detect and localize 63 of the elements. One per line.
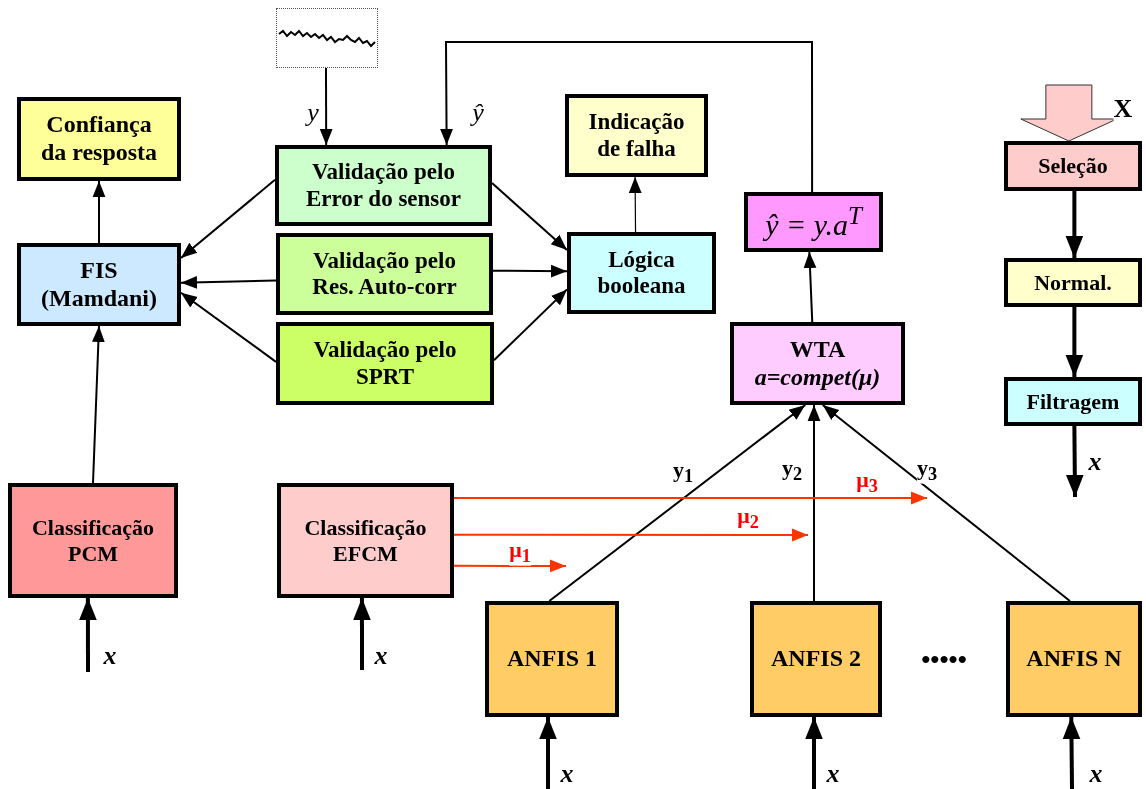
process-box: [1006, 601, 1142, 717]
formula-box: [744, 192, 883, 252]
box-label: Indicação de falha: [587, 109, 686, 162]
arrow: [453, 528, 809, 542]
arrow: [493, 288, 568, 362]
box-label: ANFIS 2: [771, 645, 861, 673]
arrow: [453, 559, 567, 573]
arrow: [92, 180, 106, 244]
box-label: Validação pelo Error do sensor: [304, 159, 462, 212]
arrow: [1066, 425, 1084, 498]
process-box: [1004, 258, 1142, 307]
arrow: [821, 404, 1071, 602]
box-label: Classificação PCM: [30, 515, 156, 566]
arrow: [440, 41, 814, 193]
box-label: Filtragem: [1026, 388, 1120, 415]
arrow: [319, 67, 333, 146]
arrow: [807, 404, 821, 602]
box-label: Validação pelo SPRT: [312, 337, 458, 390]
process-box: [277, 483, 454, 598]
signal-plot-drawing: [276, 8, 378, 68]
process-box: [17, 243, 181, 326]
process-box: [1004, 141, 1142, 191]
arrow: [180, 291, 277, 363]
process-box: [730, 322, 905, 405]
arrow: [1062, 716, 1081, 789]
output-box: [17, 97, 181, 181]
process-box: [276, 322, 494, 405]
box-label: Validação pelo Res. Auto-corr: [311, 247, 458, 301]
process-box: [1004, 377, 1142, 426]
box-label: ŷ = y.a$^{T}$: [765, 201, 862, 243]
box-label: Lógica booleana: [596, 246, 687, 300]
arrow: [491, 182, 568, 252]
arrow: [492, 264, 568, 278]
box-label: Confiança da resposta: [39, 111, 159, 167]
process-box: [750, 601, 882, 717]
box-label: a=compet(μ): [754, 363, 881, 392]
arrow: [803, 251, 817, 323]
arrow: [548, 404, 807, 602]
box-label: ANFIS N: [1026, 645, 1122, 673]
process-box: [276, 233, 493, 315]
arrow: [1065, 191, 1084, 258]
box-label: Seleção: [1038, 153, 1108, 179]
process-box: [275, 145, 492, 226]
box-label: Classificação EFCM: [303, 515, 428, 566]
ellipsis-label: •••••: [921, 645, 967, 675]
arrow: [539, 717, 557, 789]
box-label: Normal.: [1034, 269, 1112, 296]
arrow: [180, 276, 277, 289]
process-box: [8, 483, 178, 598]
arrow: [180, 178, 276, 259]
box-label: ANFIS 1: [507, 645, 597, 673]
box-label: FIS (Mamdani): [40, 256, 158, 313]
output-box: [565, 94, 708, 177]
process-box: [485, 601, 619, 717]
arrow: [353, 598, 371, 670]
arrow: [1065, 307, 1084, 377]
arrow: [805, 717, 823, 789]
arrow: [79, 598, 97, 672]
arrow: [453, 491, 928, 505]
arrow: [628, 176, 642, 233]
process-box: [567, 232, 716, 314]
box-label: WTA: [789, 335, 846, 364]
arrow: [92, 325, 105, 484]
